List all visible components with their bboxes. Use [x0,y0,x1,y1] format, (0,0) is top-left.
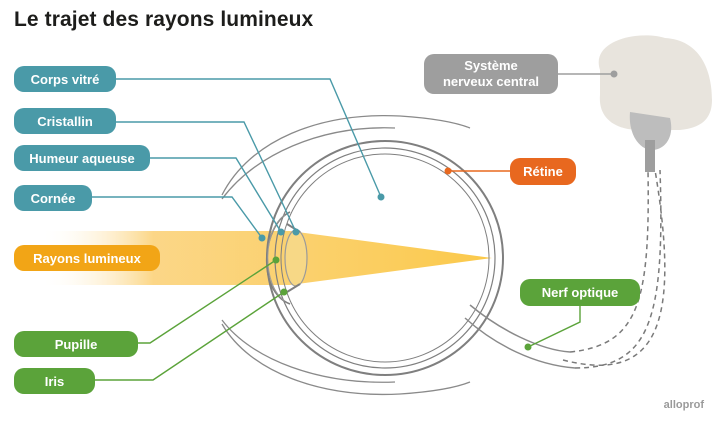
eyelid-lines [221,114,471,396]
label-cristallin: Cristallin [14,108,116,134]
snc-line-1: Système [464,58,518,73]
label-retine: Rétine [510,158,576,185]
label-rayons-lumineux: Rayons lumineux [14,245,160,271]
label-systeme-nerveux-central: Système nerveux central [424,54,558,94]
label-cornee: Cornée [14,185,92,211]
leader-pupille [138,259,277,344]
leader-nerf-optique [527,305,581,348]
label-corps-vitre: Corps vitré [14,66,116,92]
label-nerf-optique: Nerf optique [520,279,640,306]
snc-line-2: nerveux central [442,74,540,89]
leader-dots [258,70,618,351]
leader-cristallin [116,121,297,233]
nerve-to-brain [562,169,666,369]
label-pupille: Pupille [14,331,138,357]
leader-corps-vitre [116,78,382,198]
lens-shape [284,229,308,287]
optic-nerve [464,304,576,369]
label-humeur-aqueuse: Humeur aqueuse [14,145,150,171]
leader-humeur-aqueuse [150,157,282,233]
credit-logo: alloprof [663,399,704,411]
diagram-title: Le trajet des rayons lumineux [14,8,314,31]
leader-cornee [80,196,263,239]
label-iris: Iris [14,368,95,394]
brain-icon [598,35,712,172]
leader-iris [95,291,285,381]
